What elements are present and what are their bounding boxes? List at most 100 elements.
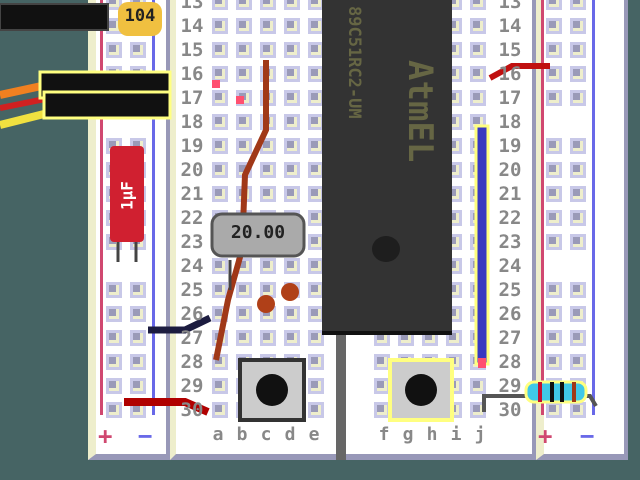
hole[interactable]: [570, 186, 586, 202]
hole[interactable]: [374, 378, 390, 394]
hole[interactable]: [546, 330, 562, 346]
hole[interactable]: [470, 90, 486, 106]
hole[interactable]: [308, 162, 324, 178]
hole[interactable]: [308, 42, 324, 58]
hole[interactable]: [308, 378, 324, 394]
hole[interactable]: [546, 282, 562, 298]
hole[interactable]: [212, 402, 228, 418]
hole[interactable]: [260, 138, 276, 154]
hole[interactable]: [308, 18, 324, 34]
hole[interactable]: [236, 114, 252, 130]
hole[interactable]: [308, 330, 324, 346]
hole[interactable]: [212, 162, 228, 178]
hole[interactable]: [308, 258, 324, 274]
hole[interactable]: [284, 0, 300, 10]
hole[interactable]: [570, 354, 586, 370]
hole[interactable]: [106, 354, 122, 370]
hole[interactable]: [284, 114, 300, 130]
hole[interactable]: [308, 90, 324, 106]
hole[interactable]: [374, 354, 390, 370]
hole[interactable]: [106, 0, 122, 10]
hole[interactable]: [130, 282, 146, 298]
hole[interactable]: [570, 66, 586, 82]
hole[interactable]: [260, 258, 276, 274]
hole[interactable]: [470, 18, 486, 34]
hole[interactable]: [130, 378, 146, 394]
hole[interactable]: [570, 234, 586, 250]
hole[interactable]: [212, 378, 228, 394]
hole[interactable]: [284, 18, 300, 34]
hole[interactable]: [106, 282, 122, 298]
hole[interactable]: [546, 234, 562, 250]
hole[interactable]: [308, 114, 324, 130]
hole[interactable]: [284, 306, 300, 322]
hole[interactable]: [236, 138, 252, 154]
hole[interactable]: [106, 378, 122, 394]
hole[interactable]: [308, 138, 324, 154]
hole[interactable]: [546, 42, 562, 58]
hole[interactable]: [284, 330, 300, 346]
hole[interactable]: [260, 330, 276, 346]
hole[interactable]: [308, 0, 324, 10]
hole[interactable]: [236, 282, 252, 298]
hole[interactable]: [212, 18, 228, 34]
hole[interactable]: [470, 42, 486, 58]
hole[interactable]: [570, 402, 586, 418]
hole[interactable]: [236, 42, 252, 58]
hole[interactable]: [470, 66, 486, 82]
hole[interactable]: [308, 234, 324, 250]
hole[interactable]: [284, 90, 300, 106]
hole[interactable]: [308, 402, 324, 418]
hole[interactable]: [308, 282, 324, 298]
hole[interactable]: [308, 354, 324, 370]
hole[interactable]: [284, 66, 300, 82]
hole[interactable]: [106, 402, 122, 418]
hole[interactable]: [308, 186, 324, 202]
hole[interactable]: [546, 0, 562, 10]
hole[interactable]: [260, 18, 276, 34]
hole[interactable]: [284, 42, 300, 58]
hole[interactable]: [260, 162, 276, 178]
hole[interactable]: [212, 282, 228, 298]
microcontroller-chip[interactable]: AtmEL 89C51RC2-UM: [322, 0, 452, 335]
hole[interactable]: [212, 42, 228, 58]
hole[interactable]: [374, 402, 390, 418]
hole[interactable]: [236, 18, 252, 34]
hole[interactable]: [212, 114, 228, 130]
hole[interactable]: [570, 0, 586, 10]
hole[interactable]: [570, 18, 586, 34]
hole[interactable]: [308, 66, 324, 82]
hole[interactable]: [546, 66, 562, 82]
hole[interactable]: [546, 354, 562, 370]
hole[interactable]: [570, 306, 586, 322]
hole[interactable]: [212, 66, 228, 82]
hole[interactable]: [130, 354, 146, 370]
hole[interactable]: [570, 210, 586, 226]
hole[interactable]: [212, 0, 228, 10]
hole[interactable]: [546, 306, 562, 322]
hole[interactable]: [212, 90, 228, 106]
hole[interactable]: [284, 186, 300, 202]
hole[interactable]: [130, 330, 146, 346]
hole[interactable]: [236, 66, 252, 82]
hole[interactable]: [260, 186, 276, 202]
hole[interactable]: [236, 306, 252, 322]
hole[interactable]: [130, 306, 146, 322]
hole[interactable]: [546, 162, 562, 178]
hole[interactable]: [470, 0, 486, 10]
hole[interactable]: [570, 42, 586, 58]
hole[interactable]: [446, 0, 462, 10]
hole[interactable]: [570, 330, 586, 346]
hole[interactable]: [106, 330, 122, 346]
hole[interactable]: [284, 138, 300, 154]
hole[interactable]: [212, 258, 228, 274]
hole[interactable]: [308, 210, 324, 226]
hole[interactable]: [260, 42, 276, 58]
hole[interactable]: [284, 162, 300, 178]
hole[interactable]: [570, 138, 586, 154]
hole[interactable]: [284, 258, 300, 274]
hole[interactable]: [236, 0, 252, 10]
hole[interactable]: [570, 162, 586, 178]
hole[interactable]: [570, 90, 586, 106]
hole[interactable]: [236, 330, 252, 346]
